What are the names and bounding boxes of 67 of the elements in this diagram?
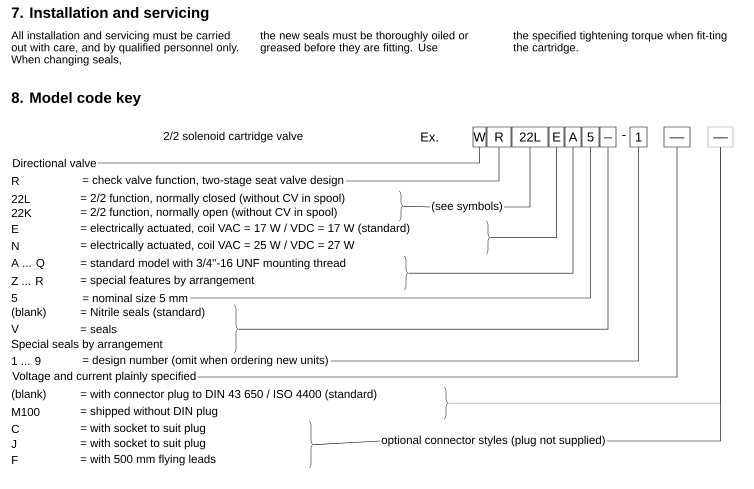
leader-line — [197, 147, 678, 378]
key-text: (see symbols) — [432, 202, 502, 212]
leader-line — [330, 147, 639, 362]
description-text: = 2/2 function, normally closed (without CV in spool) — [80, 194, 344, 204]
code-text: 1 ... 9 — [12, 356, 40, 366]
heading: 8. Model code key — [12, 92, 141, 106]
leader-line — [490, 147, 557, 238]
code-text: C — [12, 424, 20, 434]
code-text: (blank) — [12, 390, 46, 400]
code-box: 22L — [512, 126, 548, 148]
code-box: __ — [664, 126, 690, 148]
code-box: 5 — [582, 126, 600, 148]
leader-line — [606, 147, 721, 442]
code-text: N — [12, 242, 19, 250]
heading: 7. Installation and servicing — [12, 6, 208, 22]
leader-line — [408, 147, 574, 274]
description-text: = with connector plug to DIN 43 650 / ISO 4400 (standard) — [80, 390, 376, 400]
note-text: Special seals by arrangement — [12, 340, 163, 350]
code-text: Z ... R — [12, 277, 44, 285]
code-text: R — [12, 177, 19, 185]
description-text: = standard model with 3/4"-16 UNF mounting thread — [80, 258, 346, 270]
leader-line — [403, 206, 430, 208]
code-box: E — [548, 126, 564, 148]
code-box: __ — [708, 126, 734, 148]
code-text: V — [11, 325, 19, 333]
description-text: = shipped without DIN plug — [80, 406, 218, 418]
code-text: 22L — [12, 194, 30, 203]
leader-line — [313, 440, 380, 445]
key-text: optional connector styles (plug not supplied) — [382, 436, 605, 446]
leader-line — [346, 147, 500, 182]
code-text: J — [11, 440, 16, 448]
code-box: R — [486, 126, 512, 148]
paragraph: the specified tightening torque when fit-ting the cartridge. — [513, 31, 726, 54]
code-box: W — [472, 126, 486, 148]
description-text: = special features by arrangement — [80, 276, 254, 286]
code-text: A ... Q — [11, 258, 44, 270]
description-text: = design number (omit when ordering new units) — [82, 356, 328, 366]
description-text: = nominal size 5 mm — [82, 294, 188, 302]
paragraph: the new seals must be thoroughly oiled or greased before they are fitting. Use — [260, 31, 468, 54]
key-text: Directional valve — [13, 158, 96, 168]
leader-line — [238, 147, 608, 330]
leader-line — [190, 147, 591, 298]
description-text: = 2/2 function, normally open (without CV in spool) — [80, 208, 337, 218]
code-text: E — [12, 225, 18, 233]
example-label: Ex. — [421, 132, 438, 142]
description-text: = check valve function, two-stage seat valve design — [82, 176, 344, 186]
leader-line — [504, 147, 530, 208]
code-box: 1 — [630, 126, 648, 148]
description-text: = with socket to suit plug — [80, 424, 206, 434]
separator-dash: - — [622, 135, 626, 136]
code-text: 5 — [12, 294, 18, 302]
leader-line — [97, 147, 480, 164]
description-text: = with 500 mm flying leads — [80, 454, 216, 466]
description-text: = with socket to suit plug — [80, 438, 206, 450]
code-box: _ — [600, 126, 616, 148]
key-text: Voltage and current plainly specified — [12, 372, 196, 382]
description-text: = electrically actuated, coil VAC = 25 W / VDC = 27 W — [80, 240, 354, 252]
description-text: = Nitrile seals (standard) — [80, 308, 204, 318]
description-text: = seals — [80, 324, 117, 334]
code-text: F — [12, 456, 18, 464]
code-text: (blank) — [12, 308, 46, 318]
code-box: A — [564, 126, 582, 148]
code-text: M100 — [12, 408, 40, 416]
caption-text: 2/2 solenoid cartridge valve — [164, 132, 303, 142]
description-text: = electrically actuated, coil VAC = 17 W / VDC = 17 W (standard) — [80, 224, 410, 234]
code-text: 22K — [12, 208, 32, 217]
paragraph: All installation and servicing must be carried out with care, and by qualified personnel only. When changing seals, — [11, 31, 238, 66]
